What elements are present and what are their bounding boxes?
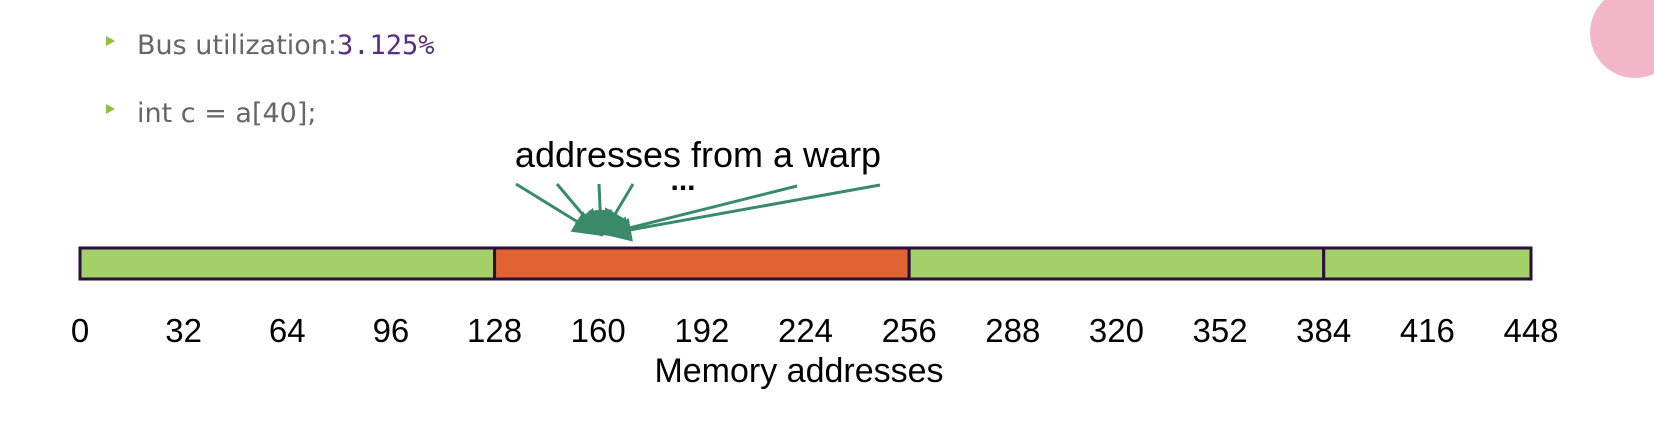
warp-arrow bbox=[602, 184, 798, 240]
tick-label: 320 bbox=[1089, 312, 1144, 349]
memory-segment-1 bbox=[493, 246, 911, 281]
axis-label: Memory addresses bbox=[654, 352, 943, 390]
warp-label: addresses from a warp bbox=[515, 134, 881, 175]
warp-arrow bbox=[555, 183, 602, 237]
memory-segment-0 bbox=[78, 246, 497, 281]
tick-label: 256 bbox=[882, 312, 937, 349]
tick-label: 160 bbox=[571, 312, 626, 349]
bullet-bus-utilization: Bus utilization: 3.125% bbox=[106, 26, 435, 64]
memory-segment-3 bbox=[1322, 246, 1533, 281]
warp-arrow bbox=[515, 182, 600, 236]
bullet-arrow-icon bbox=[106, 36, 115, 46]
warp-arrow bbox=[588, 183, 613, 237]
tick-label: 0 bbox=[71, 312, 89, 349]
warp-arrow bbox=[604, 183, 881, 242]
bullet-label: Bus utilization: bbox=[137, 29, 338, 61]
warp-ellipsis: ... bbox=[670, 164, 695, 197]
tick-label: 224 bbox=[778, 312, 833, 349]
bullet-value: 3.125% bbox=[337, 29, 435, 61]
tick-label: 128 bbox=[467, 312, 522, 349]
bullet-list: Bus utilization: 3.125% int c = a[40]; bbox=[106, 26, 435, 162]
tick-label: 96 bbox=[373, 312, 410, 349]
tick-label: 288 bbox=[985, 312, 1040, 349]
tick-labels: 0 32 64 96 128 160 192 224 256 288 320 352 384 416 448 bbox=[71, 312, 1559, 349]
tick-label: 416 bbox=[1400, 312, 1455, 349]
arrow-group bbox=[515, 182, 881, 242]
memory-bar bbox=[78, 246, 1533, 281]
memory-segment-2 bbox=[907, 246, 1326, 281]
bullet-code-text: int c = a[40]; bbox=[137, 97, 317, 129]
warp-arrow bbox=[601, 183, 635, 237]
bullet-arrow-icon bbox=[106, 104, 115, 114]
tick-label: 384 bbox=[1296, 312, 1351, 349]
tick-label: 32 bbox=[165, 312, 202, 349]
tick-label: 64 bbox=[269, 312, 306, 349]
tick-label: 352 bbox=[1193, 312, 1248, 349]
bullet-code: int c = a[40]; bbox=[106, 94, 435, 132]
tick-label: 192 bbox=[674, 312, 729, 349]
tick-label: 448 bbox=[1503, 312, 1558, 349]
